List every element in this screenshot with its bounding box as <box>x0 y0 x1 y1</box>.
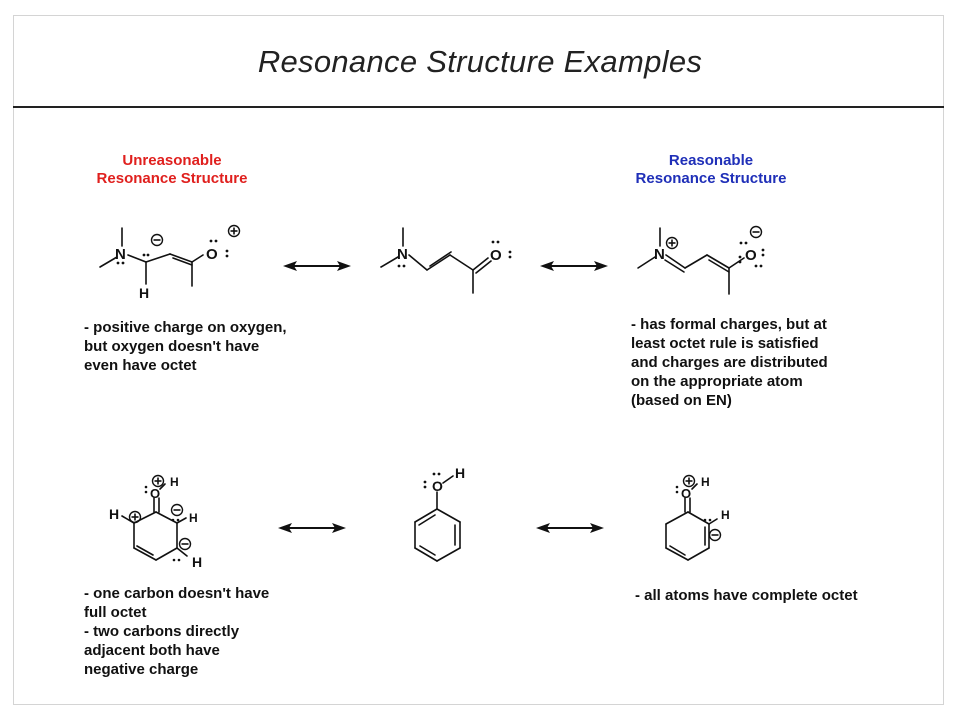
unreasonable-heading: Unreasonable Resonance Structure <box>62 152 282 188</box>
enaminone-reasonable-structure <box>637 227 745 295</box>
hydrogen-label: H <box>170 475 179 489</box>
note-line: - two carbons directly <box>84 623 240 640</box>
title-divider <box>13 106 944 108</box>
oxygen-label: O <box>150 486 160 501</box>
enaminone-neutral-structure <box>380 227 492 294</box>
slide-frame <box>13 15 944 705</box>
unreasonable-note: - positive charge on oxygen, but oxygen … <box>84 318 287 375</box>
note-line: but oxygen doesn't have <box>84 338 260 355</box>
note-line: adjacent both have <box>84 642 220 659</box>
hydrogen-label: H <box>189 511 198 525</box>
lone-pair-icon <box>116 239 229 265</box>
resonance-arrow-icon <box>535 522 605 534</box>
oxygen-label: O <box>206 246 218 263</box>
resonance-arrow-icon <box>539 260 609 272</box>
note-line: - has formal charges, but at <box>631 316 827 333</box>
heading-line: Unreasonable <box>122 152 222 169</box>
oxygen-label: O <box>490 247 502 264</box>
note-line: and charges are distributed <box>631 354 828 371</box>
nitrogen-label: N <box>115 246 126 263</box>
hydrogen-label: H <box>192 554 202 570</box>
reasonable-heading: Reasonable Resonance Structure <box>601 152 821 188</box>
enaminone-unreasonable-structure <box>99 227 204 287</box>
positive-charge-icon <box>227 224 241 238</box>
phenol-reasonable-structure <box>665 483 718 561</box>
lone-pair-icon <box>675 485 712 522</box>
lone-pair-icon <box>397 240 512 268</box>
note-line: least octet rule is satisfied <box>631 335 819 352</box>
heading-line: Reasonable <box>668 152 754 169</box>
positive-charge-icon <box>682 474 696 488</box>
oxygen-label: O <box>745 247 757 264</box>
resonance-arrow-icon <box>277 522 347 534</box>
phenol-reasonable-note: - all atoms have complete octet <box>635 586 858 605</box>
resonance-arrow-icon <box>282 260 352 272</box>
hydrogen-label: H <box>139 285 149 301</box>
note-line: - one carbon doesn't have <box>84 585 270 602</box>
negative-charge-icon <box>708 528 722 542</box>
negative-charge-icon <box>178 537 192 551</box>
hydrogen-label: H <box>701 475 710 489</box>
nitrogen-label: N <box>654 246 665 263</box>
negative-charge-icon <box>170 503 184 517</box>
lone-pair-icon <box>738 241 765 268</box>
note-line: (based on EN) <box>631 392 732 409</box>
note-line: on the appropriate atom <box>631 373 803 390</box>
oxygen-label: O <box>432 478 443 494</box>
note-line: full octet <box>84 604 147 621</box>
positive-charge-icon <box>665 236 679 250</box>
heading-line: Resonance Structure <box>96 170 248 187</box>
page-title: Resonance Structure Examples <box>257 44 703 79</box>
hydrogen-label: H <box>455 465 465 481</box>
note-line: negative charge <box>84 661 199 678</box>
positive-charge-icon <box>128 510 142 524</box>
oxygen-label: O <box>681 486 691 501</box>
lone-pair-icon <box>144 485 181 562</box>
lone-pair-icon <box>423 472 441 489</box>
heading-line: Resonance Structure <box>635 170 787 187</box>
note-line: - positive charge on oxygen, <box>84 319 287 336</box>
negative-charge-icon <box>150 233 164 247</box>
phenol-unreasonable-note: - one carbon doesn't have full octet - t… <box>84 584 269 679</box>
negative-charge-icon <box>749 225 763 239</box>
reasonable-note: - has formal charges, but at least octet… <box>631 315 828 410</box>
nitrogen-label: N <box>397 246 408 263</box>
phenol-structure <box>414 475 461 562</box>
positive-charge-icon <box>151 474 165 488</box>
hydrogen-label: H <box>721 508 730 522</box>
hydrogen-label: H <box>109 506 119 522</box>
note-line: even have octet <box>84 357 197 374</box>
note-line: - all atoms have complete octet <box>635 587 858 604</box>
